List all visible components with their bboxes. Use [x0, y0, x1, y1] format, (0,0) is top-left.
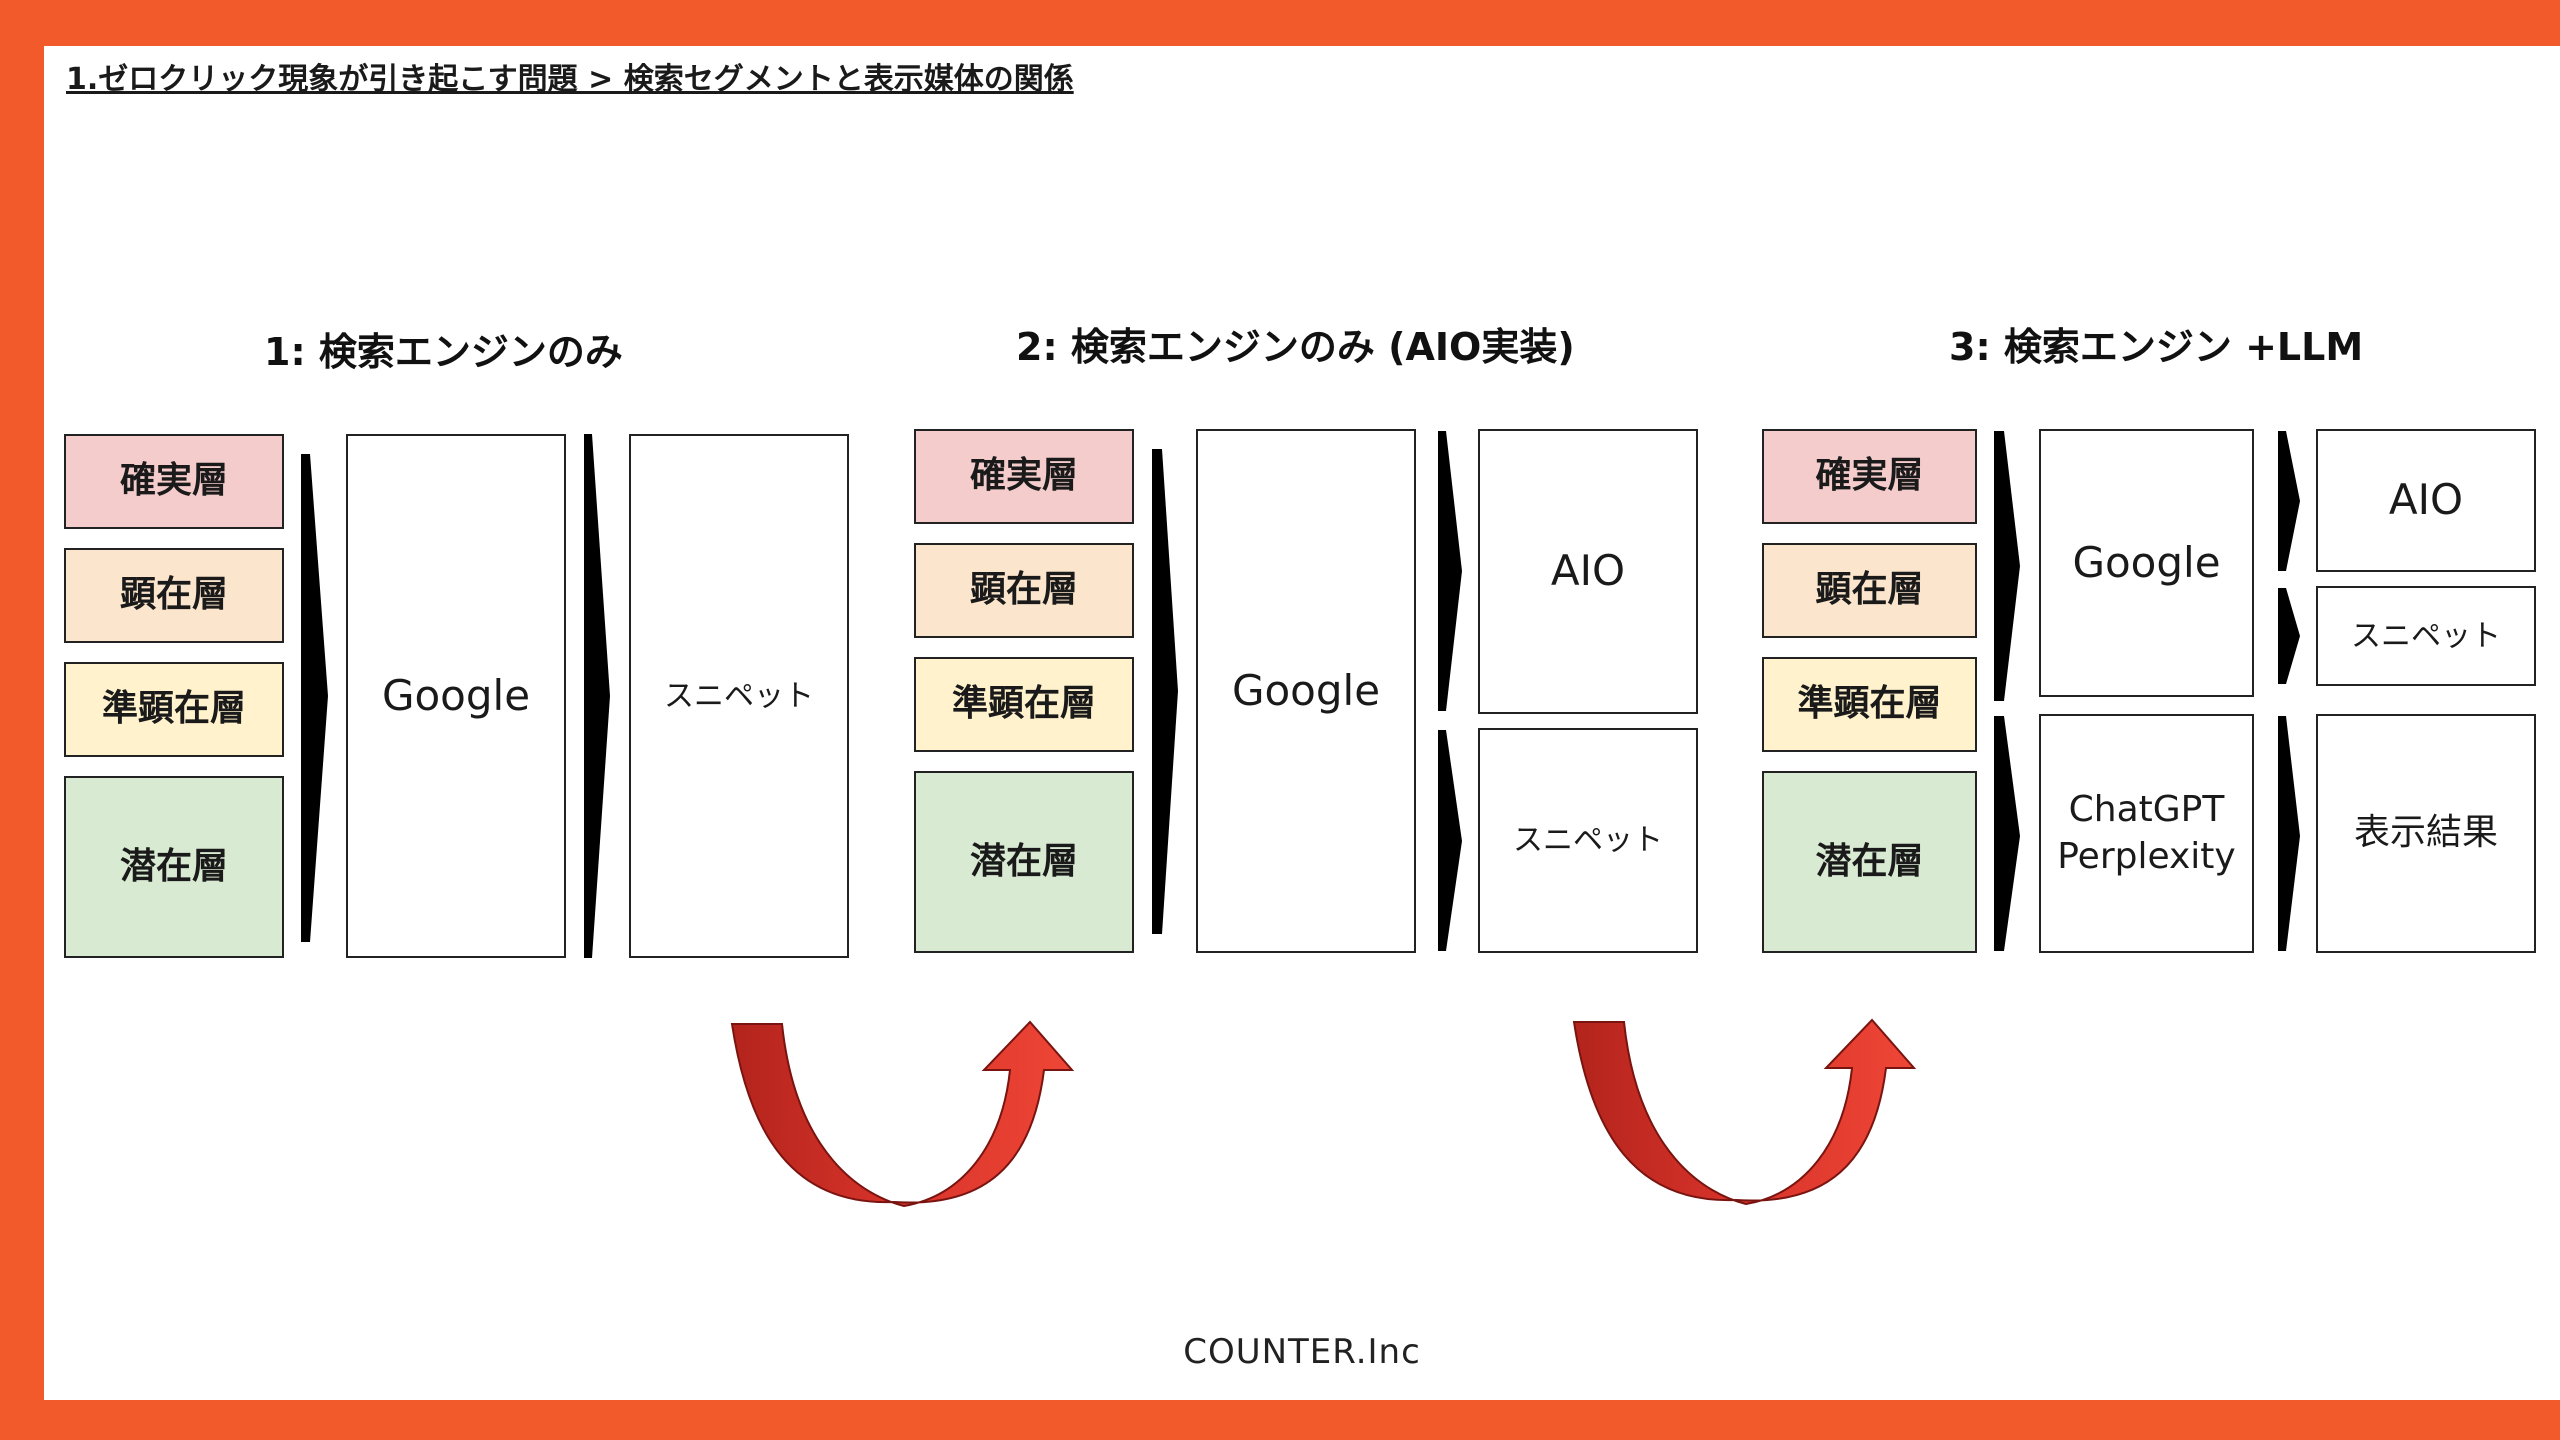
section-1-title: 1: 検索エンジンのみ	[264, 330, 623, 374]
s1-flow-arrow-1-icon	[301, 454, 328, 942]
s2-segment-definite: 確実層	[914, 429, 1134, 524]
s1-flow-arrow-2-icon	[584, 434, 610, 958]
section-3-title: 3: 検索エンジン +LLM	[1949, 325, 2364, 369]
s1-segment-semi: 準顕在層	[64, 662, 284, 757]
s3-flow-arrow-llm-icon	[1994, 716, 2020, 951]
s1-segment-apparent: 顕在層	[64, 548, 284, 643]
s2-segment-semi: 準顕在層	[914, 657, 1134, 752]
page-heading: 1.ゼロクリック現象が引き起こす問題 > 検索セグメントと表示媒体の関係	[66, 62, 1074, 97]
s3-result-aio: AIO	[2316, 429, 2536, 572]
s2-segment-apparent: 顕在層	[914, 543, 1134, 638]
curved-arrow-1-icon	[730, 1020, 1075, 1208]
curved-arrow-2-icon	[1572, 1018, 1917, 1206]
s2-flow-arrow-1-icon	[1152, 449, 1178, 934]
section-2-title: 2: 検索エンジンのみ (AIO実装)	[1016, 325, 1575, 369]
s3-result-display: 表示結果	[2316, 714, 2536, 953]
s2-engine-google: Google	[1196, 429, 1416, 953]
s1-engine-google: Google	[346, 434, 566, 958]
arrows-layer	[301, 431, 2300, 1208]
s3-engine-google: Google	[2039, 429, 2254, 697]
s3-flow-arrow-google-icon	[1994, 431, 2020, 701]
s3-flow-arrow-aio-icon	[2278, 431, 2300, 571]
footer-brand: COUNTER.Inc	[1183, 1332, 1421, 1372]
slide: 1.ゼロクリック現象が引き起こす問題 > 検索セグメントと表示媒体の関係 1: …	[44, 46, 2560, 1400]
s3-engine-llm: ChatGPT Perplexity	[2039, 714, 2254, 953]
s2-segment-latent: 潜在層	[914, 771, 1134, 953]
s3-flow-arrow-snippet-icon	[2278, 588, 2300, 684]
s3-segment-latent: 潜在層	[1762, 771, 1977, 953]
s2-result-aio: AIO	[1478, 429, 1698, 714]
s2-result-snippet: スニペット	[1478, 728, 1698, 953]
s3-result-snippet: スニペット	[2316, 586, 2536, 686]
s3-segment-semi: 準顕在層	[1762, 657, 1977, 752]
s3-segment-definite: 確実層	[1762, 429, 1977, 524]
s1-result-snippet: スニペット	[629, 434, 849, 958]
s2-flow-arrow-snippet-icon	[1438, 730, 1462, 951]
s1-segment-latent: 潜在層	[64, 776, 284, 958]
s3-flow-arrow-display-icon	[2278, 716, 2300, 951]
s3-segment-apparent: 顕在層	[1762, 543, 1977, 638]
s1-segment-definite: 確実層	[64, 434, 284, 529]
s2-flow-arrow-aio-icon	[1438, 431, 1462, 711]
